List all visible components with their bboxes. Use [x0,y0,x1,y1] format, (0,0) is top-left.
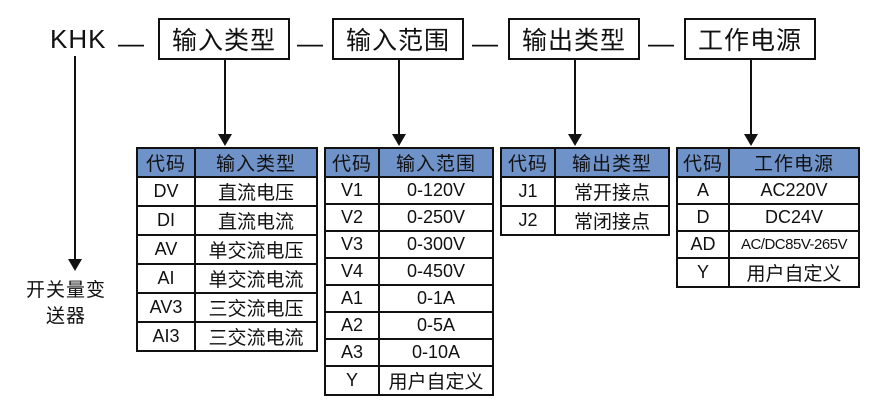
segment-box-power-supply[interactable]: 工作电源 [684,18,816,60]
cell-code: V2 [324,203,380,232]
column-header-value: 输入范围 [378,147,494,178]
table-header-row: 代码 工作电源 [676,147,860,178]
cell-value: 0-1A [378,284,494,313]
cell-value: 单交流电压 [194,234,318,265]
cell-code: AI [136,263,196,294]
cell-value: 0-250V [378,203,494,232]
cell-value: 用户自定义 [378,365,494,396]
column-header-code: 代码 [500,147,556,178]
arrow-head-input-range [392,134,406,146]
cell-value: 常开接点 [554,176,670,207]
cell-code: Y [676,257,730,288]
cell-value: 0-300V [378,230,494,259]
cell-value: 直流电流 [194,205,318,236]
dash-separator-1: — [118,28,144,58]
connector-line-brand [74,56,76,261]
column-header-code: 代码 [676,147,730,178]
cell-code: V4 [324,257,380,286]
cell-value: AC/DC85V-265V [728,230,860,259]
cell-code: A3 [324,338,380,367]
column-header-value: 输入类型 [194,147,318,178]
dash-separator-2: — [297,28,323,58]
arrow-head-output-type [568,134,582,146]
table-header-row: 代码 输入范围 [324,147,494,178]
table-header-row: 代码 输出类型 [500,147,670,178]
cell-value: AC220V [728,176,860,205]
product-type-label-line1: 开关量变 [25,280,106,301]
cell-value: 0-450V [378,257,494,286]
cell-code: DV [136,176,196,207]
arrow-head-input-type [218,134,232,146]
cell-value: 0-5A [378,311,494,340]
product-type-label-line2: 送器 [45,305,86,327]
cell-code: AV3 [136,292,196,323]
cell-value: DC24V [728,203,860,232]
connector-line-input-type [224,60,226,136]
cell-code: AD [676,230,730,259]
connector-line-power-supply [750,60,752,136]
cell-value: 三交流电压 [194,292,318,323]
brand-label: KHK [50,24,107,54]
model-code-row: KHK — 输入类型 — 输入范围 — 输出类型 — 工作电源 [0,10,880,66]
segment-box-input-type[interactable]: 输入类型 [158,18,290,60]
cell-value: 单交流电流 [194,263,318,294]
column-header-value: 工作电源 [728,147,860,178]
cell-code: A2 [324,311,380,340]
cell-value: 0-120V [378,176,494,205]
cell-code: AI3 [136,321,196,352]
arrow-head-power-supply [744,134,758,146]
connector-line-input-range [398,60,400,136]
table-header-row: 代码 输入类型 [136,147,318,178]
cell-code: A [676,176,730,205]
cell-value: 用户自定义 [728,257,860,288]
cell-code: J1 [500,176,556,207]
cell-value: 直流电压 [194,176,318,207]
dash-separator-4: — [648,28,674,58]
cell-code: AV [136,234,196,265]
column-header-value: 输出类型 [554,147,670,178]
cell-value: 三交流电流 [194,321,318,352]
cell-value: 0-10A [378,338,494,367]
column-header-code: 代码 [324,147,380,178]
cell-value: 常闭接点 [554,205,670,236]
segment-box-input-range[interactable]: 输入范围 [332,18,464,60]
cell-code: DI [136,205,196,236]
dash-separator-3: — [472,28,498,58]
cell-code: J2 [500,205,556,236]
product-type-label: 开关量变 送器 [6,278,126,329]
cell-code: Y [324,365,380,396]
column-header-code: 代码 [136,147,196,178]
connector-line-output-type [574,60,576,136]
segment-box-output-type[interactable]: 输出类型 [508,18,640,60]
cell-code: V3 [324,230,380,259]
arrow-head-brand [68,259,82,271]
cell-code: A1 [324,284,380,313]
cell-code: V1 [324,176,380,205]
cell-code: D [676,203,730,232]
